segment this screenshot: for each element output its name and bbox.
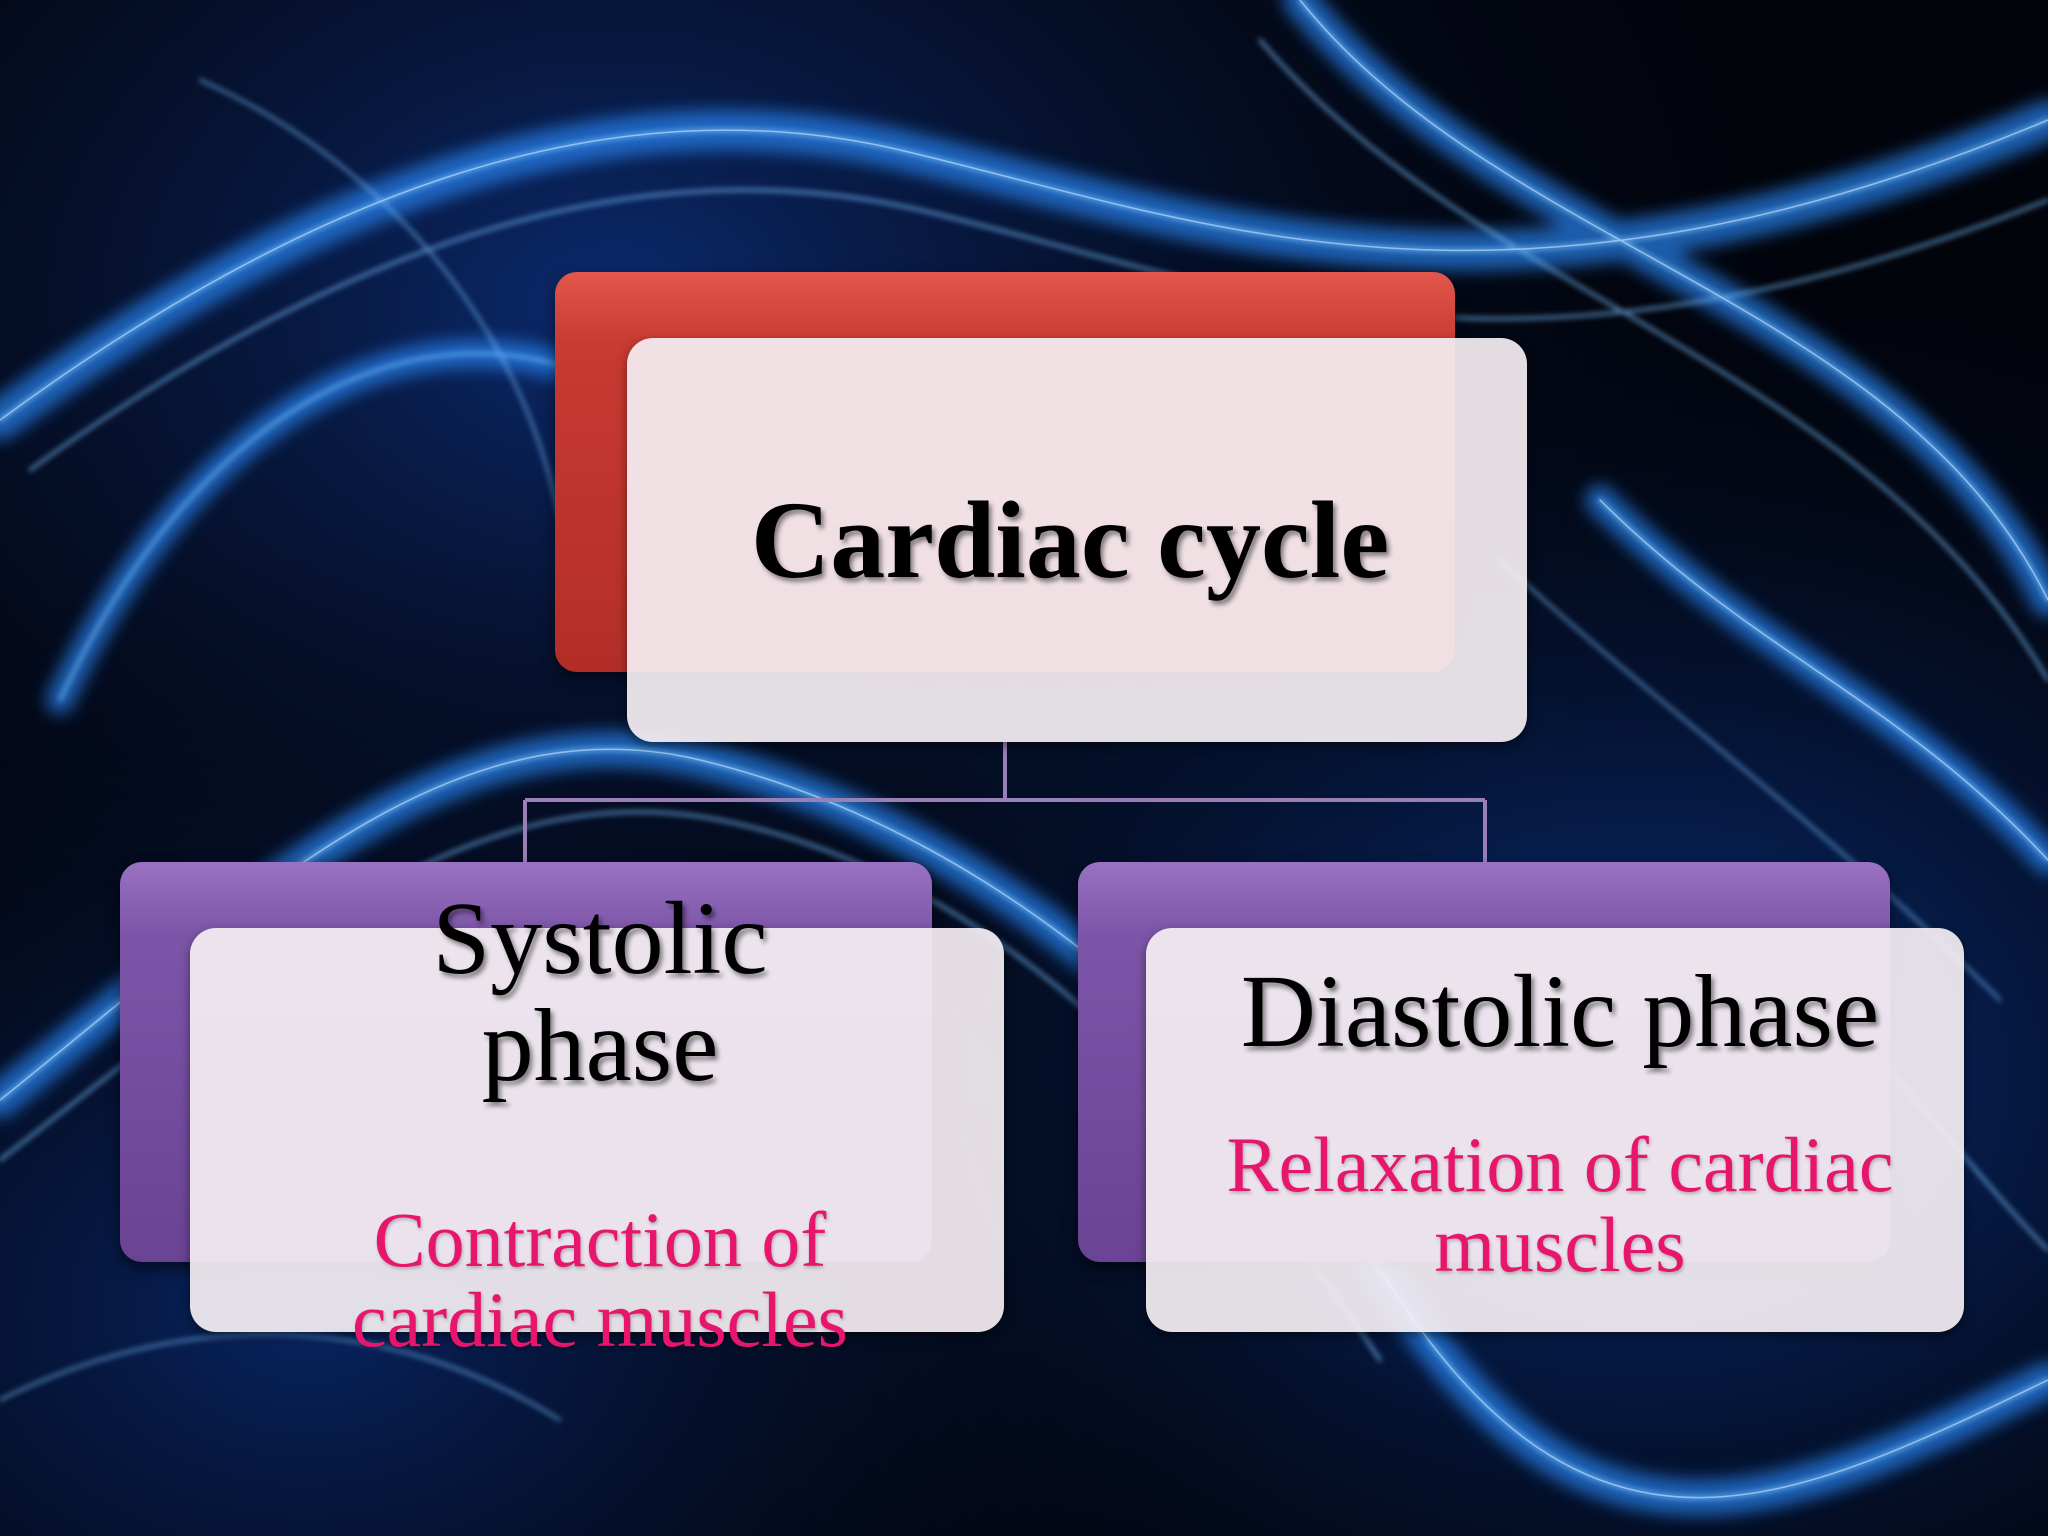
systolic-node-card bbox=[190, 928, 1004, 1332]
root-node-title: Cardiac cycle bbox=[750, 479, 1390, 601]
diastolic-phase-description: Relaxation of cardiac muscles bbox=[1226, 1121, 1894, 1289]
systolic-phase-title: Systolic phase bbox=[432, 881, 768, 1104]
diastolic-phase-title: Diastolic phase bbox=[1240, 954, 1880, 1069]
diastolic-node-card bbox=[1146, 928, 1964, 1332]
systolic-phase-description: Contraction of cardiac muscles bbox=[352, 1196, 848, 1364]
root-node-card bbox=[627, 338, 1527, 742]
